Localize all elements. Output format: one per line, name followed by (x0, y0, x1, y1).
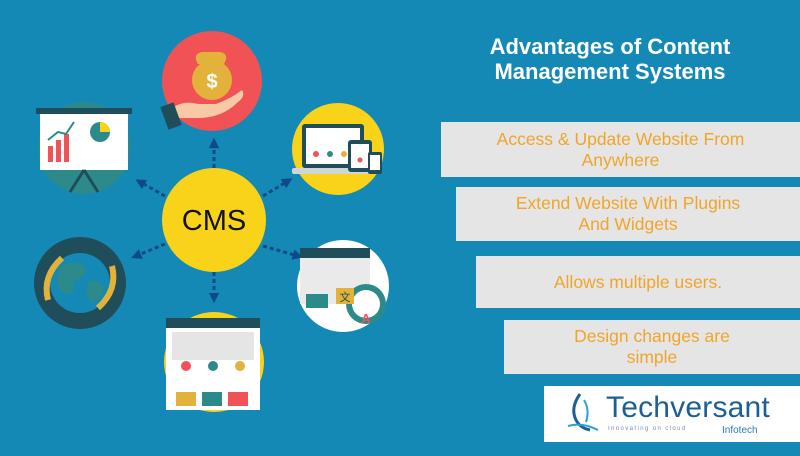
advantage-line1: Design changes are (574, 326, 730, 346)
heading-line1: Advantages of Content (489, 34, 731, 59)
svg-text:A: A (361, 311, 371, 326)
cms-label: CMS (182, 205, 246, 237)
arrow-to-chart (135, 179, 166, 198)
money-hand-icon: $ (160, 31, 262, 131)
arrow-to-devices (262, 178, 293, 198)
arrow-to-translate (262, 244, 304, 260)
logo-sub: Infotech (722, 425, 758, 436)
svg-text:$: $ (206, 71, 217, 93)
advantage-line2: simple (626, 347, 678, 367)
heading: Advantages of Content Management Systems (420, 34, 800, 84)
logo-tagline: Innovating on cloud (608, 426, 687, 432)
heading-line2: Management Systems (494, 59, 726, 84)
arrow-to-globe (131, 242, 166, 259)
advantage-line1: Allows multiple users. (553, 271, 723, 292)
cms-center: CMS (162, 168, 266, 272)
logo-brand: Techversant (606, 391, 770, 424)
translate-gear-icon: 文 A (297, 240, 389, 332)
advantage-line1: Extend Website With Plugins (515, 193, 741, 213)
website-layout-icon (164, 312, 264, 412)
advantage-line2: And Widgets (578, 214, 678, 234)
svg-text:文: 文 (340, 290, 351, 304)
connector-arrows (131, 137, 304, 304)
logo-mark-icon (567, 393, 599, 432)
globe-icon (34, 237, 126, 329)
devices-icon (292, 103, 384, 195)
advantage-line2: Anywhere (581, 149, 660, 170)
advantage-line1: Access & Update Website From (496, 128, 745, 149)
techversant-logo: Techversant Innovating on cloud Infotech (544, 386, 800, 442)
advantage-multiple-users: Allows multiple users. (476, 256, 800, 308)
presentation-chart-icon (36, 102, 132, 194)
